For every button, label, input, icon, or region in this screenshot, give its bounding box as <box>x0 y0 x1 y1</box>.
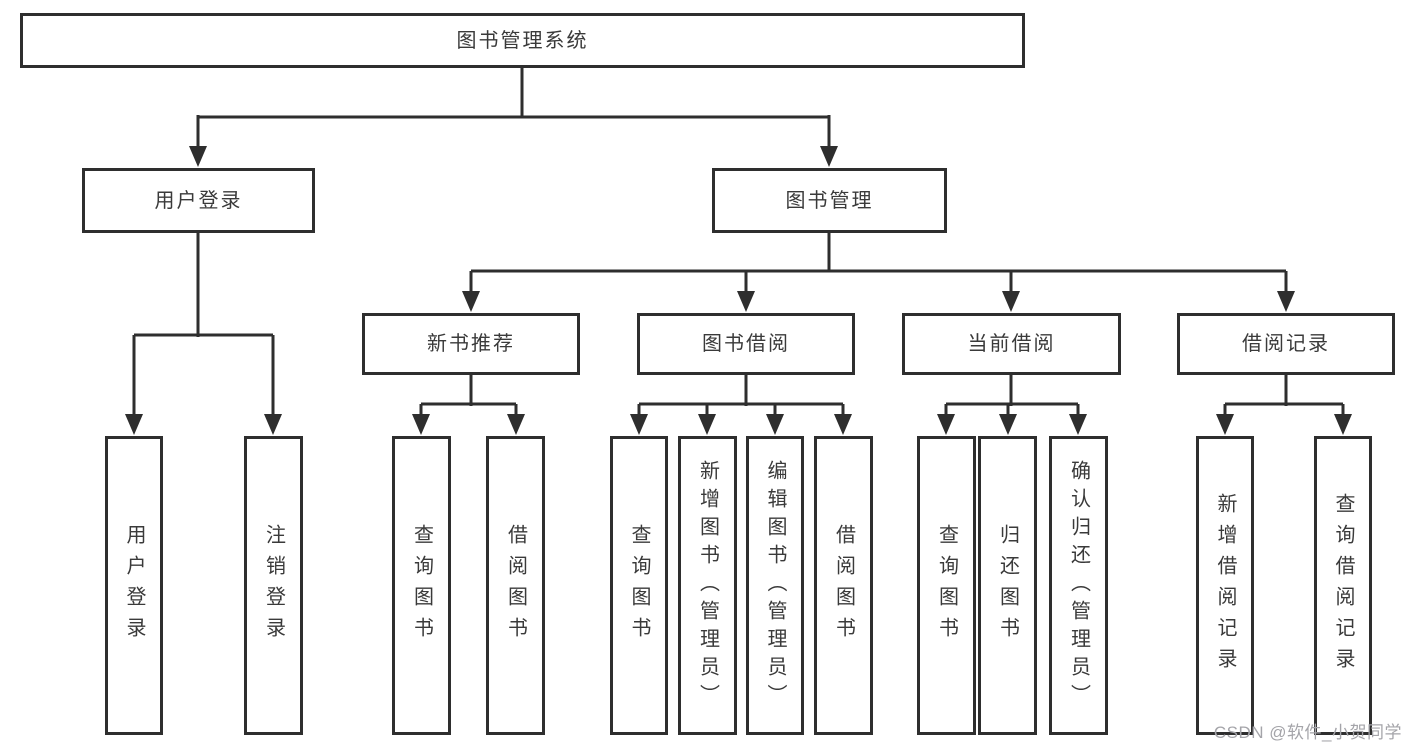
connector-book-borrowing-branch <box>637 375 845 416</box>
leaf-confirm-return-admin: 确认归还（管理员） <box>1049 436 1108 735</box>
leaf-query-books-current: 查询图书 <box>917 436 976 735</box>
connector-book-management-branch <box>469 233 1288 293</box>
leaf-add-book-admin: 新增图书（管理员） <box>678 436 737 735</box>
connector-borrowing-records-branch <box>1223 375 1345 416</box>
leaf-borrow-books-borrowing: 借阅图书 <box>814 436 873 735</box>
node-user-login: 用户登录 <box>82 168 315 233</box>
connector-current-borrowing-branch <box>944 375 1080 416</box>
node-current-borrowing: 当前借阅 <box>902 313 1121 375</box>
leaf-query-books-recommend: 查询图书 <box>392 436 451 735</box>
leaf-user-login: 用户登录 <box>105 436 163 735</box>
node-root: 图书管理系统 <box>20 13 1025 68</box>
connector-root-trunk <box>196 68 831 148</box>
node-new-book-recommend: 新书推荐 <box>362 313 580 375</box>
node-book-borrowing: 图书借阅 <box>637 313 855 375</box>
leaf-edit-book-admin: 编辑图书（管理员） <box>746 436 804 735</box>
leaf-query-borrow-record: 查询借阅记录 <box>1314 436 1372 735</box>
leaf-query-books-borrowing: 查询图书 <box>610 436 668 735</box>
leaf-return-books: 归还图书 <box>978 436 1037 735</box>
connector-user-login-branch <box>132 232 275 416</box>
leaf-borrow-books-recommend: 借阅图书 <box>486 436 545 735</box>
leaf-add-borrow-record: 新增借阅记录 <box>1196 436 1254 735</box>
node-book-management: 图书管理 <box>712 168 947 233</box>
node-borrowing-records: 借阅记录 <box>1177 313 1395 375</box>
leaf-logout: 注销登录 <box>244 436 303 735</box>
connector-new-book-branch <box>419 375 518 416</box>
watermark: CSDN @软件_小贺同学 <box>1213 723 1402 742</box>
